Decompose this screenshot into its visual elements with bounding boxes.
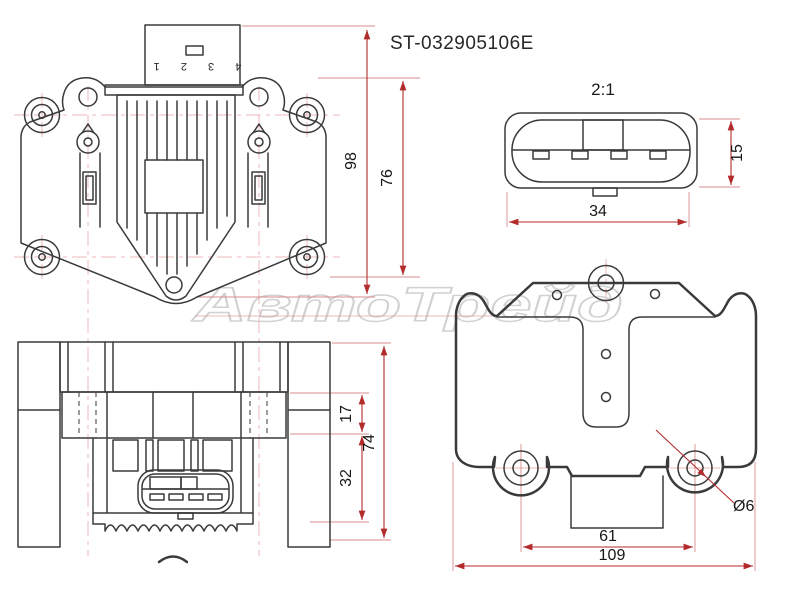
dim-top-body-height: 76 bbox=[379, 169, 396, 187]
detail-bottom-tab bbox=[592, 187, 618, 197]
rear-bottom-boss-right bbox=[677, 450, 713, 486]
rear-channel bbox=[496, 316, 716, 428]
rear-top-boss bbox=[587, 264, 625, 302]
top-view-connector-slot bbox=[185, 45, 204, 56]
ear-hole-left bbox=[78, 87, 98, 107]
detail-scale-label: 2:1 bbox=[591, 80, 615, 99]
rear-view bbox=[454, 264, 758, 529]
dim-top-overall-height: 98 bbox=[343, 152, 360, 170]
scalloped-base bbox=[92, 512, 254, 532]
rear-hole-left bbox=[551, 289, 563, 301]
front-mid-band bbox=[61, 391, 287, 439]
mounting-boss-bottom-left bbox=[23, 238, 61, 276]
dim-front-overall: 74 bbox=[361, 434, 378, 452]
dim-detail-width: 34 bbox=[589, 203, 607, 220]
connector-detail-view: 2:1 bbox=[504, 80, 698, 197]
top-view: 4 3 2 1 bbox=[20, 24, 327, 305]
dim-front-upper: 17 bbox=[338, 405, 355, 423]
center-module bbox=[144, 159, 204, 214]
rear-body-outline bbox=[454, 281, 758, 497]
front-bracket-right bbox=[287, 341, 331, 548]
heatsink-fins bbox=[126, 100, 228, 275]
mounting-boss-top-right bbox=[288, 96, 326, 134]
front-bracket-left bbox=[17, 341, 61, 548]
top-view-body-outline bbox=[20, 76, 327, 305]
heatsink-outline bbox=[116, 94, 236, 301]
watermark-text: АвтоТрейд bbox=[191, 279, 623, 332]
detail-key-slot bbox=[582, 119, 624, 151]
dim-rear-overall-width: 109 bbox=[599, 547, 626, 564]
connector-pin-numbers: 4 3 2 1 bbox=[145, 60, 242, 72]
rear-bottom-boss-left bbox=[503, 450, 539, 486]
dim-detail-height: 15 bbox=[729, 144, 746, 162]
dim-rear-hole-diameter: Ø6 bbox=[733, 498, 754, 515]
bottom-arc bbox=[157, 555, 189, 564]
dimensions: 98 76 17 32 74 34 15 61 109 Ø6 bbox=[338, 30, 754, 570]
apex-hole bbox=[165, 276, 183, 294]
front-hidden-lines bbox=[78, 392, 268, 438]
rear-hole-right bbox=[649, 288, 661, 300]
mounting-boss-bottom-right bbox=[288, 238, 326, 276]
part-number: ST-032905106E bbox=[390, 33, 534, 54]
centerlines bbox=[14, 86, 607, 556]
mounting-boss-top-left bbox=[23, 96, 61, 134]
front-view bbox=[17, 341, 331, 564]
ear-hole-right bbox=[249, 87, 269, 107]
dim-front-lower: 32 bbox=[338, 469, 355, 487]
rear-bottom-tab bbox=[570, 475, 664, 529]
dim-rear-hole-spacing: 61 bbox=[599, 528, 617, 545]
